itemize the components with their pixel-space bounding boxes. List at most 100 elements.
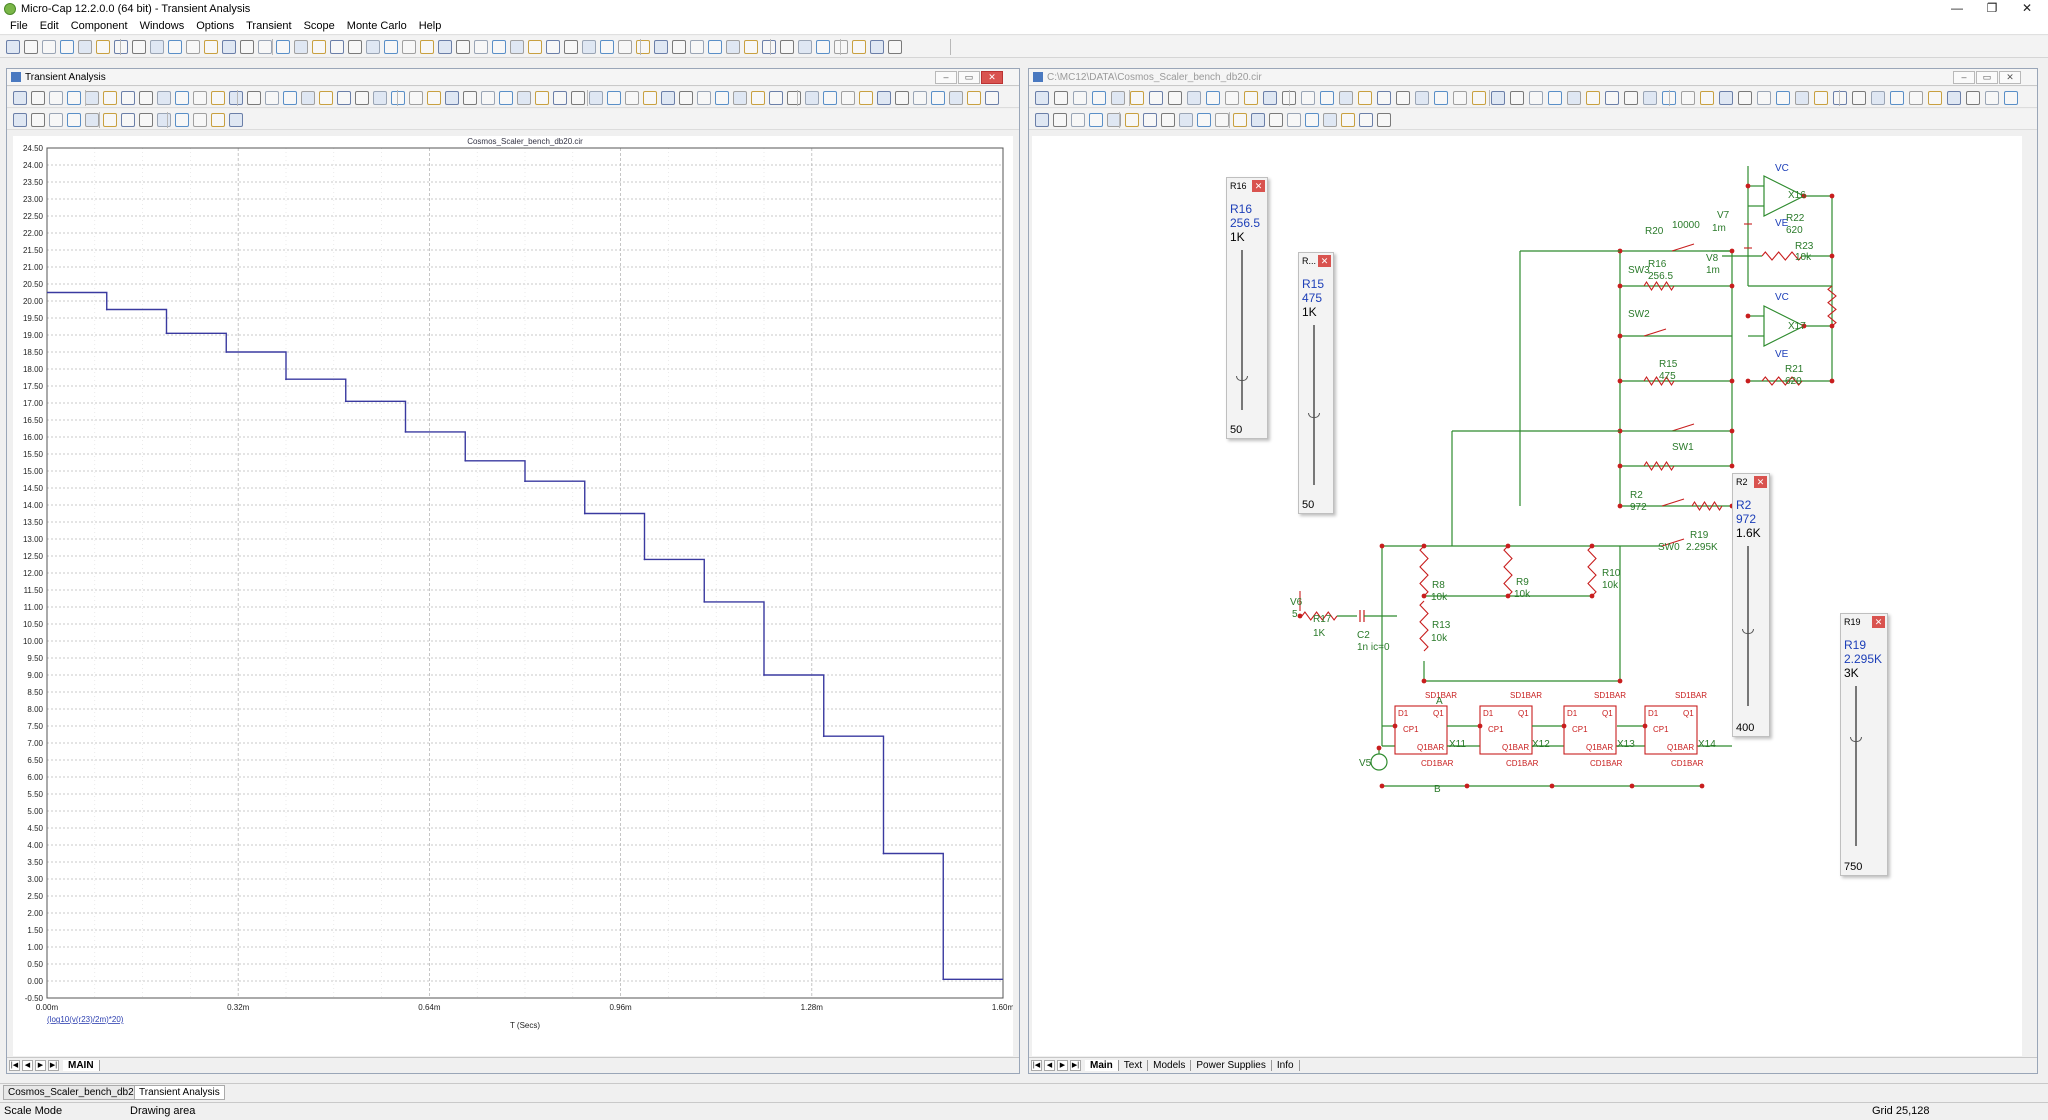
toolbar-button-icon[interactable] (1491, 91, 1505, 105)
schematic-minimize-button[interactable]: – (1953, 71, 1975, 84)
toolbar-button-icon[interactable] (697, 91, 711, 105)
toolbar-button-icon[interactable] (1339, 91, 1353, 105)
toolbar-button-icon[interactable] (67, 91, 81, 105)
slider-r16-close-button[interactable]: ✕ (1252, 180, 1265, 192)
toolbar-button-icon[interactable] (229, 91, 243, 105)
toolbar-button-icon[interactable] (690, 40, 704, 54)
toolbar-button-icon[interactable] (1738, 91, 1752, 105)
toolbar-button-icon[interactable] (222, 40, 236, 54)
toolbar-button-icon[interactable] (31, 113, 45, 127)
toolbar-button-icon[interactable] (1244, 91, 1258, 105)
analysis-maximize-button[interactable]: ▭ (958, 71, 980, 84)
toolbar-button-icon[interactable] (1624, 91, 1638, 105)
slider-r2[interactable]: R2 ✕ R2 972 1.6K 400 (1732, 473, 1770, 737)
toolbar-button-icon[interactable] (2004, 91, 2018, 105)
toolbar-button-icon[interactable] (49, 91, 63, 105)
toolbar-button-icon[interactable] (481, 91, 495, 105)
menu-scope[interactable]: Scope (303, 19, 335, 32)
toolbar-button-icon[interactable] (319, 91, 333, 105)
toolbar-button-icon[interactable] (643, 91, 657, 105)
toolbar-button-icon[interactable] (852, 40, 866, 54)
toolbar-button-icon[interactable] (193, 91, 207, 105)
toolbar-button-icon[interactable] (175, 91, 189, 105)
toolbar-button-icon[interactable] (1776, 91, 1790, 105)
first-page-icon[interactable]: |◀ (9, 1060, 20, 1071)
toolbar-button-icon[interactable] (733, 91, 747, 105)
toolbar-button-icon[interactable] (751, 91, 765, 105)
toolbar-button-icon[interactable] (510, 40, 524, 54)
toolbar-button-icon[interactable] (445, 91, 459, 105)
toolbar-button-icon[interactable] (1089, 113, 1103, 127)
toolbar-button-icon[interactable] (618, 40, 632, 54)
toolbar-button-icon[interactable] (1092, 91, 1106, 105)
toolbar-button-icon[interactable] (96, 40, 110, 54)
toolbar-button-icon[interactable] (1187, 91, 1201, 105)
toolbar-button-icon[interactable] (769, 91, 783, 105)
toolbar-button-icon[interactable] (949, 91, 963, 105)
toolbar-button-icon[interactable] (6, 40, 20, 54)
toolbar-button-icon[interactable] (1323, 113, 1337, 127)
toolbar-button-icon[interactable] (474, 40, 488, 54)
toolbar-button-icon[interactable] (967, 91, 981, 105)
toolbar-button-icon[interactable] (240, 40, 254, 54)
toolbar-button-icon[interactable] (67, 113, 81, 127)
toolbar-button-icon[interactable] (888, 40, 902, 54)
prev-page-icon[interactable]: ◀ (22, 1060, 33, 1071)
toolbar-button-icon[interactable] (157, 113, 171, 127)
toolbar-button-icon[interactable] (708, 40, 722, 54)
toolbar-button-icon[interactable] (1966, 91, 1980, 105)
next-page-icon[interactable]: ▶ (35, 1060, 46, 1071)
slider-r15-track[interactable] (1313, 325, 1315, 485)
toolbar-button-icon[interactable] (1073, 91, 1087, 105)
toolbar-button-icon[interactable] (168, 40, 182, 54)
toolbar-button-icon[interactable] (1341, 113, 1355, 127)
toolbar-button-icon[interactable] (841, 91, 855, 105)
toolbar-button-icon[interactable] (1358, 91, 1372, 105)
schem-last-page-icon[interactable]: ▶| (1070, 1060, 1081, 1071)
toolbar-button-icon[interactable] (1852, 91, 1866, 105)
toolbar-button-icon[interactable] (24, 40, 38, 54)
toolbar-button-icon[interactable] (870, 40, 884, 54)
toolbar-button-icon[interactable] (348, 40, 362, 54)
slider-r16-track[interactable] (1241, 250, 1243, 410)
toolbar-button-icon[interactable] (283, 91, 297, 105)
toolbar-button-icon[interactable] (1305, 113, 1319, 127)
tab-main[interactable]: MAIN (63, 1060, 100, 1071)
restore-button[interactable]: ❐ (1986, 1, 1998, 15)
toolbar-button-icon[interactable] (1453, 91, 1467, 105)
toolbar-button-icon[interactable] (103, 91, 117, 105)
toolbar-button-icon[interactable] (204, 40, 218, 54)
analysis-minimize-button[interactable]: – (935, 71, 957, 84)
toolbar-button-icon[interactable] (517, 91, 531, 105)
toolbar-button-icon[interactable] (1795, 91, 1809, 105)
slider-r16[interactable]: R16 ✕ R16 256.5 1K 50 (1226, 177, 1268, 439)
toolbar-button-icon[interactable] (229, 113, 243, 127)
toolbar-button-icon[interactable] (1928, 91, 1942, 105)
toolbar-button-icon[interactable] (1161, 113, 1175, 127)
toolbar-button-icon[interactable] (1510, 91, 1524, 105)
toolbar-button-icon[interactable] (373, 91, 387, 105)
toolbar-button-icon[interactable] (1320, 91, 1334, 105)
toolbar-button-icon[interactable] (13, 91, 27, 105)
toolbar-button-icon[interactable] (895, 91, 909, 105)
toolbar-button-icon[interactable] (1251, 113, 1265, 127)
slider-r2-thumb[interactable] (1742, 629, 1754, 635)
toolbar-button-icon[interactable] (1269, 113, 1283, 127)
toolbar-button-icon[interactable] (1053, 113, 1067, 127)
tab-power-supplies[interactable]: Power Supplies (1191, 1060, 1272, 1071)
toolbar-button-icon[interactable] (726, 40, 740, 54)
schem-next-page-icon[interactable]: ▶ (1057, 1060, 1068, 1071)
toolbar-button-icon[interactable] (355, 91, 369, 105)
menu-windows[interactable]: Windows (139, 19, 185, 32)
toolbar-button-icon[interactable] (49, 113, 63, 127)
toolbar-button-icon[interactable] (1643, 91, 1657, 105)
toolbar-button-icon[interactable] (402, 40, 416, 54)
toolbar-button-icon[interactable] (384, 40, 398, 54)
menu-options[interactable]: Options (196, 19, 235, 32)
last-page-icon[interactable]: ▶| (48, 1060, 59, 1071)
toolbar-button-icon[interactable] (13, 113, 27, 127)
toolbar-button-icon[interactable] (211, 113, 225, 127)
menu-help[interactable]: Help (418, 19, 442, 32)
toolbar-button-icon[interactable] (103, 113, 117, 127)
toolbar-button-icon[interactable] (780, 40, 794, 54)
